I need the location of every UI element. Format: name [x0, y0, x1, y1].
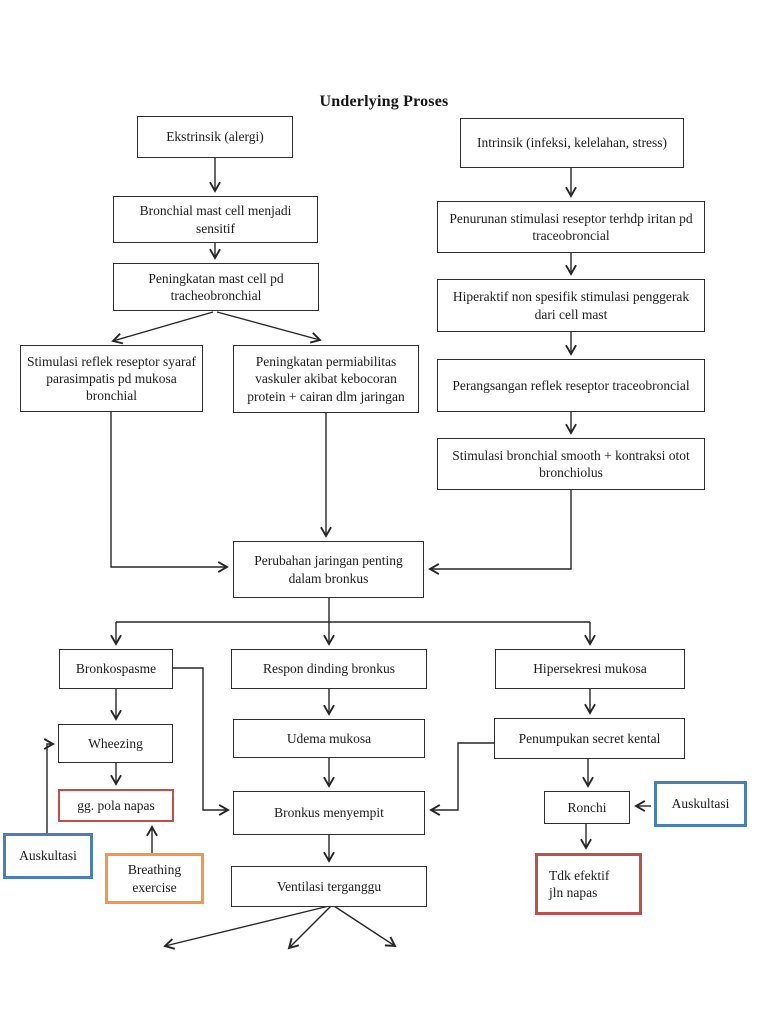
flow-node-bronkospasme: Bronkospasme: [59, 649, 173, 689]
flow-node-penurunan-stimulasi: Penurunan stimulasi reseptor terhdp irit…: [437, 201, 705, 253]
flow-node-peningkatan-mast: Peningkatan mast cell pd tracheobronchia…: [113, 263, 319, 311]
flow-node-penumpukan-secret: Penumpukan secret kental: [494, 718, 685, 759]
flow-node-udema-mukosa: Udema mukosa: [233, 719, 425, 758]
flow-node-ronchi: Ronchi: [544, 791, 630, 824]
flow-node-perubahan-jaringan: Perubahan jaringan penting dalam bronkus: [233, 541, 424, 598]
flow-node-permiabilitas: Peningkatan permiabilitas vaskuler akiba…: [233, 345, 419, 413]
edge-auskultasi-left-to-wheezing: [43, 738, 55, 833]
edge-peningkatan-to-permiabilitas: [216, 311, 322, 344]
edge-ventilasi-fan-right: [333, 905, 397, 948]
flow-node-wheezing: Wheezing: [58, 724, 173, 763]
flow-node-bronchial-mast: Bronchial mast cell menjadi sensitif: [113, 196, 318, 243]
edge-peningkatan-to-stimulasi-reflek: [111, 311, 214, 345]
flow-node-bronkus-menyempit: Bronkus menyempit: [233, 791, 425, 835]
flow-node-hipersekresi: Hipersekresi mukosa: [495, 649, 685, 689]
edge-ventilasi-fan-left: [163, 905, 330, 950]
edge-stimulasi-bronchial-to-perubahan: [428, 490, 572, 575]
flow-node-stimulasi-bronchial: Stimulasi bronchial smooth + kontraksi o…: [437, 438, 705, 490]
flow-node-auskultasi-right: Auskultasi: [654, 781, 747, 827]
flow-node-breathing-exercise: Breathing exercise: [105, 853, 204, 904]
flow-node-gg-pola-napas: gg. pola napas: [58, 789, 174, 822]
edge-ventilasi-fan-middle: [287, 905, 332, 950]
flow-node-ventilasi-terganggu: Ventilasi terganggu: [231, 866, 427, 907]
flow-node-respon-dinding: Respon dinding bronkus: [231, 649, 427, 689]
diagram-title: Underlying Proses: [319, 93, 449, 110]
flow-node-intrinsik: Intrinsik (infeksi, kelelahan, stress): [460, 118, 684, 168]
edge-penumpukan-to-bronkus-menyempit: [429, 742, 494, 816]
flow-node-ekstrinsik: Ekstrinsik (alergi): [137, 116, 293, 158]
flow-node-perangsangan: Perangsangan reflek reseptor traceobronc…: [437, 359, 705, 412]
flow-node-auskultasi-left: Auskultasi: [3, 833, 93, 879]
edge-bronkospasme-to-bronkus-menyempit: [173, 667, 230, 816]
flow-node-stimulasi-reflek: Stimulasi reflek reseptor syaraf parasim…: [20, 345, 203, 412]
edge-stimulasi-reflek-to-perubahan: [110, 412, 229, 573]
flow-node-hiperaktif: Hiperaktif non spesifik stimulasi pengge…: [437, 279, 705, 332]
flow-node-tdk-efektif: Tdk efektif jln napas: [535, 853, 642, 915]
